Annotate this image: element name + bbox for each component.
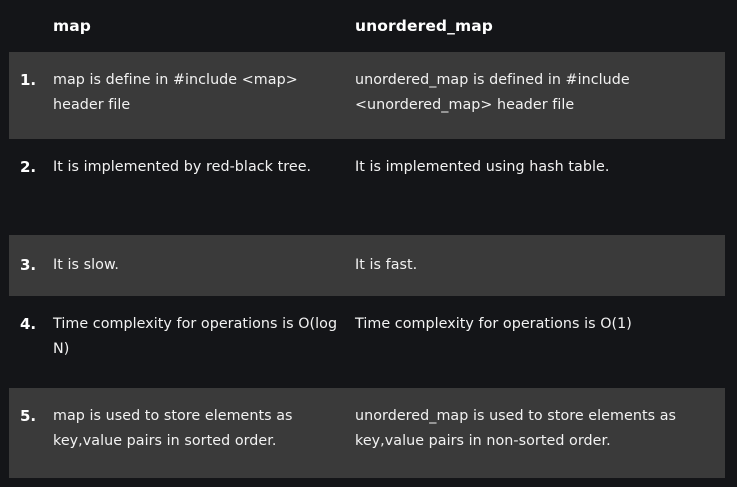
row-number: 4. [20,315,37,333]
row-number: 1. [20,71,37,89]
table-row: 1. map is define in #include <map> heade… [0,52,737,139]
row-number: 5. [20,407,37,425]
table-row: 4. Time complexity for operations is O(l… [0,296,737,388]
cell-map: It is implemented by red-black tree. [53,159,312,175]
cell-unordered-map: It is implemented using hash table. [355,159,610,175]
cell-map: Time complexity for operations is O(log … [53,316,338,357]
table-header-unordered-map: unordered_map [355,17,493,35]
row-stripe [9,388,725,478]
table-header-row: map unordered_map [0,0,737,52]
table-header-map: map [53,17,92,35]
cell-unordered-map: It is fast. [355,257,418,273]
cell-map: map is used to store elements as key,val… [53,408,293,449]
cell-unordered-map: unordered_map is used to store elements … [355,408,677,449]
cell-map: map is define in #include <map> header f… [53,72,298,113]
row-number: 3. [20,256,37,274]
table-row: 3. It is slow. It is fast. [0,235,737,296]
cell-unordered-map: Time complexity for operations is O(1) [355,316,632,332]
row-stripe [9,52,725,139]
row-number: 2. [20,158,37,176]
table-row: 5. map is used to store elements as key,… [0,388,737,478]
cell-unordered-map: unordered_map is defined in #include <un… [355,72,630,113]
cell-map: It is slow. [53,257,119,273]
row-stripe [9,235,725,296]
table-row: 2. It is implemented by red-black tree. … [0,139,737,235]
